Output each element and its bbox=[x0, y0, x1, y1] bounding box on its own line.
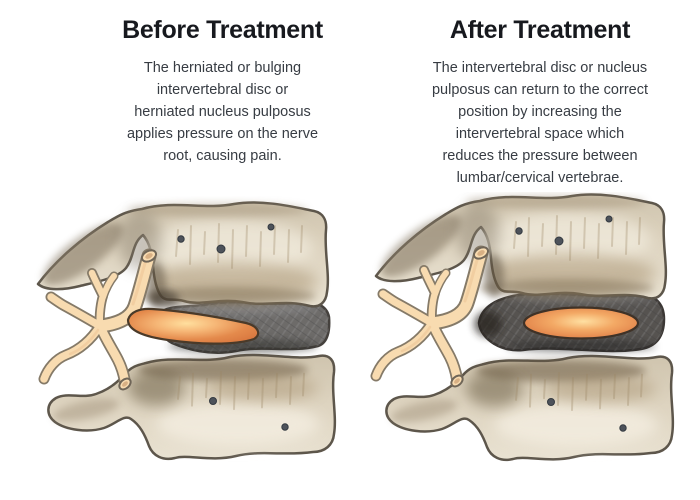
before-description: The herniated or bulging intervertebral … bbox=[126, 60, 319, 164]
top-vertebra bbox=[373, 195, 666, 299]
top-vertebra bbox=[35, 203, 328, 307]
after-text-block: After Treatment The intervertebral disc … bbox=[403, 14, 677, 189]
before-text-block: Before Treatment The herniated or bulgin… bbox=[95, 14, 350, 167]
herniated-nucleus-pulposus bbox=[126, 307, 260, 345]
after-description: The intervertebral disc or nucleus pulpo… bbox=[431, 60, 648, 186]
after-title: After Treatment bbox=[449, 16, 631, 44]
intervertebral-disc-after bbox=[474, 292, 666, 353]
bottom-vertebra bbox=[48, 355, 334, 459]
nucleus-pulposus bbox=[522, 306, 640, 340]
bottom-vertebra bbox=[386, 356, 672, 460]
before-title: Before Treatment bbox=[122, 16, 323, 44]
after-illustration bbox=[366, 192, 676, 462]
before-illustration bbox=[28, 196, 338, 466]
